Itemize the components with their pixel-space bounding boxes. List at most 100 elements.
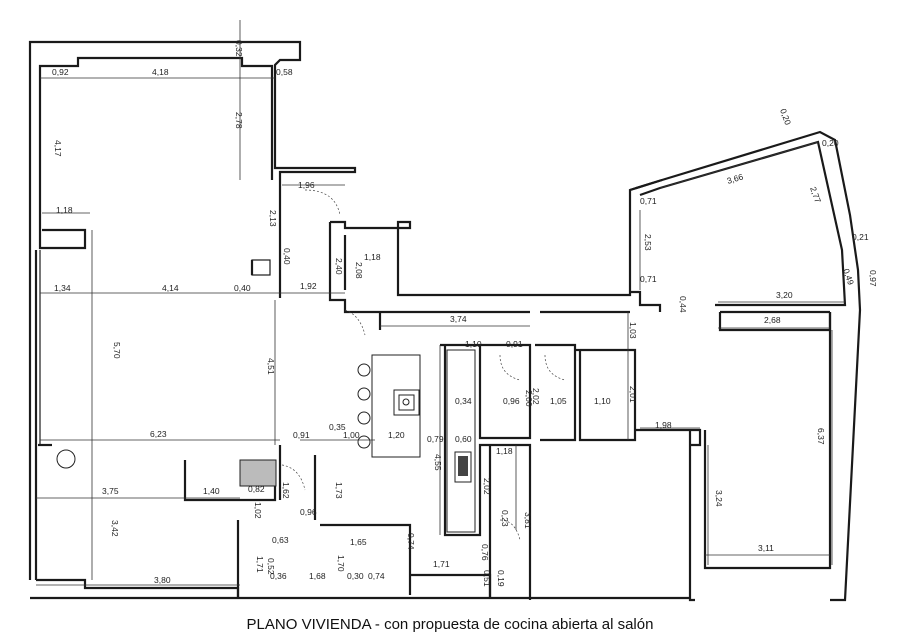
dimension-label: 0,71 (640, 274, 657, 284)
dimension-label: 1,92 (300, 281, 317, 291)
dimension-label: 3,75 (102, 486, 119, 496)
dimension-label: 2,77 (808, 185, 823, 204)
dimension-label: 6,37 (816, 428, 826, 445)
dimension-label: 1,40 (203, 486, 220, 496)
dimension-label: 1,03 (628, 322, 638, 339)
dimension-label: 1,18 (364, 252, 381, 262)
dimension-lines (36, 20, 845, 586)
kitchen-wall (443, 345, 532, 600)
dimension-label: 0,51 (482, 570, 492, 587)
dimension-label: 0,91 (506, 339, 523, 349)
dimension-label: 0,58 (276, 67, 293, 77)
bath-2 (535, 343, 577, 442)
dimension-label: 0,32 (234, 40, 244, 57)
dimension-label: 6,23 (150, 429, 167, 439)
dimension-label: 0,96 (300, 507, 317, 517)
hall-west (328, 222, 380, 314)
bedroom-east-inner (639, 140, 847, 307)
hall-wall (330, 178, 663, 297)
dimension-label: 3,81 (523, 512, 533, 529)
dimension-label: 0,71 (640, 196, 657, 206)
door-swing-1 (304, 189, 341, 216)
dimension-label: 0,20 (778, 107, 793, 126)
dimension-label: 1,18 (56, 205, 73, 215)
dimension-label: 0,74 (368, 571, 385, 581)
door-swing-4 (281, 464, 306, 491)
door-swing-2 (499, 354, 521, 381)
dimension-label: 2,13 (268, 210, 278, 227)
south-wall-inner (36, 578, 240, 598)
kitchen-island (371, 354, 421, 458)
dimension-label: 0,60 (455, 434, 472, 444)
dimension-labels: 0,32 0,92 4,18 0,58 2,78 4,17 1,96 1,18 … (52, 40, 878, 587)
dimension-label: 4,14 (162, 283, 179, 293)
dimension-label: 0,92 (52, 67, 69, 77)
dimension-label: 4,17 (53, 140, 63, 157)
dimension-label: 0,23 (500, 510, 510, 527)
cooktop (454, 451, 472, 483)
dimension-label: 2,02 (531, 388, 541, 405)
sink (393, 389, 420, 416)
dimension-label: 1,10 (465, 339, 482, 349)
dimension-label: 0,19 (496, 570, 506, 587)
dimension-label: 4,18 (152, 67, 169, 77)
dimension-label: 0,96 (503, 396, 520, 406)
dimension-label: 2,00 (524, 390, 534, 407)
dimension-label: 3,20 (776, 290, 793, 300)
dimension-label: 0,63 (272, 535, 289, 545)
bath-south (320, 523, 412, 595)
outer-wall-north (28, 40, 357, 580)
bath-3 (578, 348, 637, 442)
dimension-label: 3,74 (450, 314, 467, 324)
outer-wall-west-inner (38, 56, 274, 218)
sink-basin (398, 394, 415, 411)
bath-corridor (635, 428, 702, 447)
dimension-label: 1,62 (281, 482, 291, 499)
dimension-label: 0,40 (234, 283, 251, 293)
dimension-label: 1,98 (655, 420, 672, 430)
bedroom-east-box (629, 130, 862, 602)
dimension-label: 3,42 (110, 520, 120, 537)
bar-stools (357, 363, 371, 449)
plan-caption: PLANO VIVIENDA - con propuesta de cocina… (246, 616, 654, 633)
fireplace (239, 459, 277, 487)
dimension-label: 2,53 (643, 234, 653, 251)
dimension-label: 2,68 (764, 315, 781, 325)
dimension-label: 0,79 (427, 434, 444, 444)
dimension-label: 0,21 (852, 232, 869, 242)
dimension-label: 1,18 (496, 446, 513, 456)
dimension-label: 0,52 (266, 558, 276, 575)
dimension-label: 3,66 (726, 171, 745, 185)
dimension-label: 2,01 (628, 386, 638, 403)
dimension-label: 0,34 (455, 396, 472, 406)
dimension-label: 3,80 (154, 575, 171, 585)
dimension-label: 4,55 (433, 454, 443, 471)
dimension-label: 1,71 (255, 556, 265, 573)
living-west-bay (38, 218, 87, 250)
dimension-label: 4,51 (266, 358, 276, 375)
dimension-label: 1,68 (309, 571, 326, 581)
dimension-label: 0,40 (282, 248, 292, 265)
door-swing-3 (544, 354, 566, 381)
bedroom-east-step (630, 290, 662, 312)
dimension-label: 1,02 (253, 502, 263, 519)
dimension-label: 0,20 (822, 138, 839, 148)
pillar (251, 259, 271, 276)
dimension-label: 3,11 (758, 543, 774, 553)
master-bedroom-west (688, 430, 695, 602)
dimension-label: 1,96 (298, 180, 315, 190)
dimension-label: 0,74 (406, 533, 416, 550)
dimension-label: 1,70 (336, 555, 346, 572)
column (56, 449, 76, 469)
bath-1 (440, 343, 532, 440)
dimension-label: 1,73 (334, 482, 344, 499)
door-swing-6 (344, 309, 366, 336)
laundry (410, 573, 492, 598)
dimension-label: 1,34 (54, 283, 71, 293)
dimension-label: 2,78 (234, 112, 244, 129)
dimension-label: 0,91 (293, 430, 310, 440)
dimension-label: 1,05 (550, 396, 567, 406)
dimension-label: 0,30 (347, 571, 364, 581)
cooktop-burner (458, 456, 468, 476)
